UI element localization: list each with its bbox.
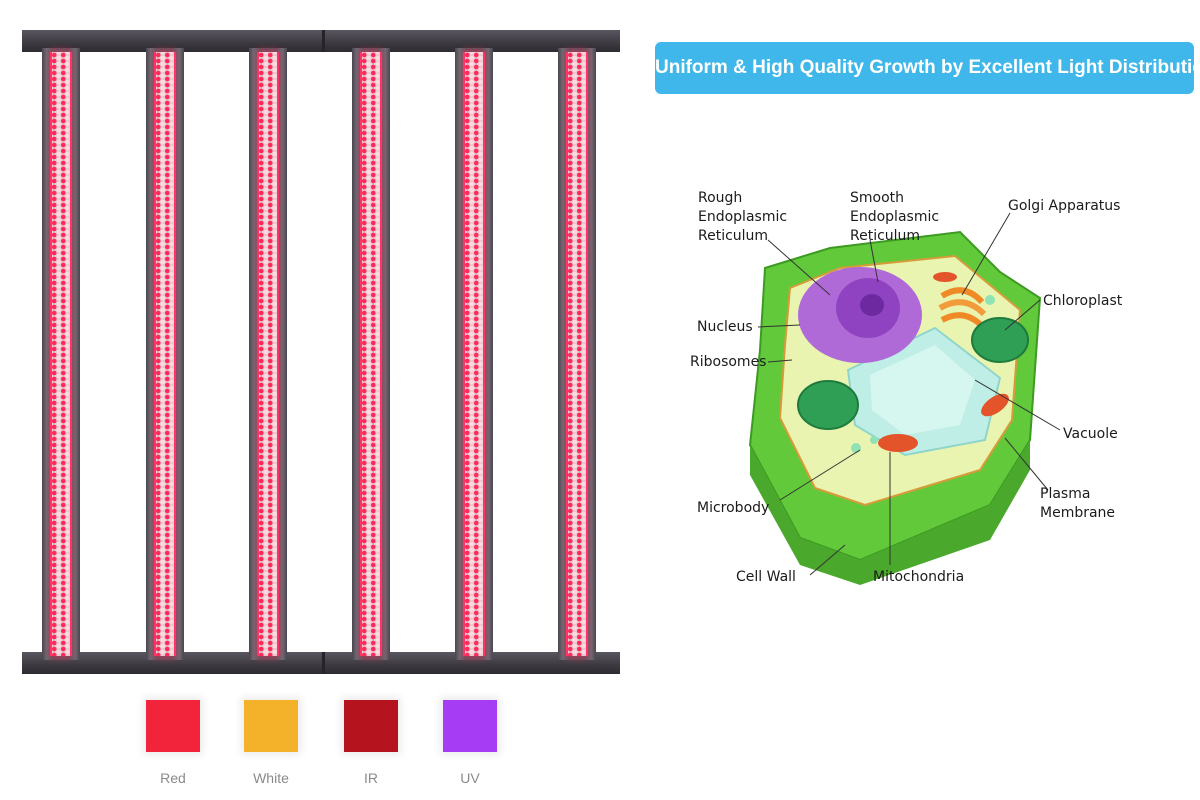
microbody-shape: [985, 295, 995, 305]
frame-seam: [322, 30, 325, 52]
label-vacuole: Vacuole: [1063, 426, 1118, 442]
chloroplast-shape: [797, 380, 859, 430]
swatch-label-ir: IR: [364, 770, 378, 786]
label-golgi: Golgi Apparatus: [1008, 198, 1120, 214]
mitochondria-shape: [933, 272, 957, 282]
led-bar: [352, 48, 390, 660]
label-nucleus: Nucleus: [697, 319, 753, 335]
led-bar: [249, 48, 287, 660]
led-strip: [463, 52, 485, 656]
label-rough-er: Rough Endoplasmic Reticulum: [698, 190, 792, 244]
led-bar: [146, 48, 184, 660]
microbody-shape: [870, 436, 878, 444]
led-bar: [558, 48, 596, 660]
swatch-uv: [443, 700, 497, 752]
cell-wall-side: [750, 440, 1030, 585]
led-strip: [154, 52, 176, 656]
swatch-label-white: White: [253, 770, 289, 786]
vacuole-inner: [870, 345, 975, 435]
mitochondria-shape: [878, 434, 918, 452]
plant-cell-diagram: Rough Endoplasmic Reticulum Smooth Endop…: [690, 190, 1123, 585]
label-ribosomes: Ribosomes: [690, 354, 766, 370]
frame-bottom-bar: [22, 652, 620, 674]
swatch-ir: [344, 700, 398, 752]
nucleolus: [860, 294, 884, 316]
label-microbody: Microbody: [697, 500, 769, 516]
leader-lines: [757, 212, 1061, 576]
label-chloroplast: Chloroplast: [1043, 293, 1123, 309]
label-cell-wall: Cell Wall: [736, 569, 796, 585]
swatch-label-red: Red: [160, 770, 186, 786]
swatch-white: [244, 700, 298, 752]
frame-seam: [322, 652, 325, 674]
led-strip: [360, 52, 382, 656]
label-plasma-membrane: Plasma Membrane: [1040, 486, 1115, 521]
chloroplast-shape: [971, 317, 1029, 363]
label-smooth-er: Smooth Endoplasmic Reticulum: [850, 190, 944, 244]
mitochondria-shape: [981, 393, 1009, 417]
led-strip: [50, 52, 72, 656]
led-bar: [455, 48, 493, 660]
led-strip: [257, 52, 279, 656]
swatch-label-uv: UV: [460, 770, 480, 786]
golgi-shape: [938, 287, 987, 329]
frame-top-bar: [22, 30, 620, 52]
headline-banner: Uniform & High Quality Growth by Excelle…: [655, 42, 1200, 94]
label-mitochondria: Mitochondria: [873, 569, 964, 585]
grow-light-fixture: [22, 30, 620, 675]
led-bar: [42, 48, 80, 660]
led-strip: [566, 52, 588, 656]
microbody-shape: [851, 443, 861, 453]
swatch-red: [146, 700, 200, 752]
